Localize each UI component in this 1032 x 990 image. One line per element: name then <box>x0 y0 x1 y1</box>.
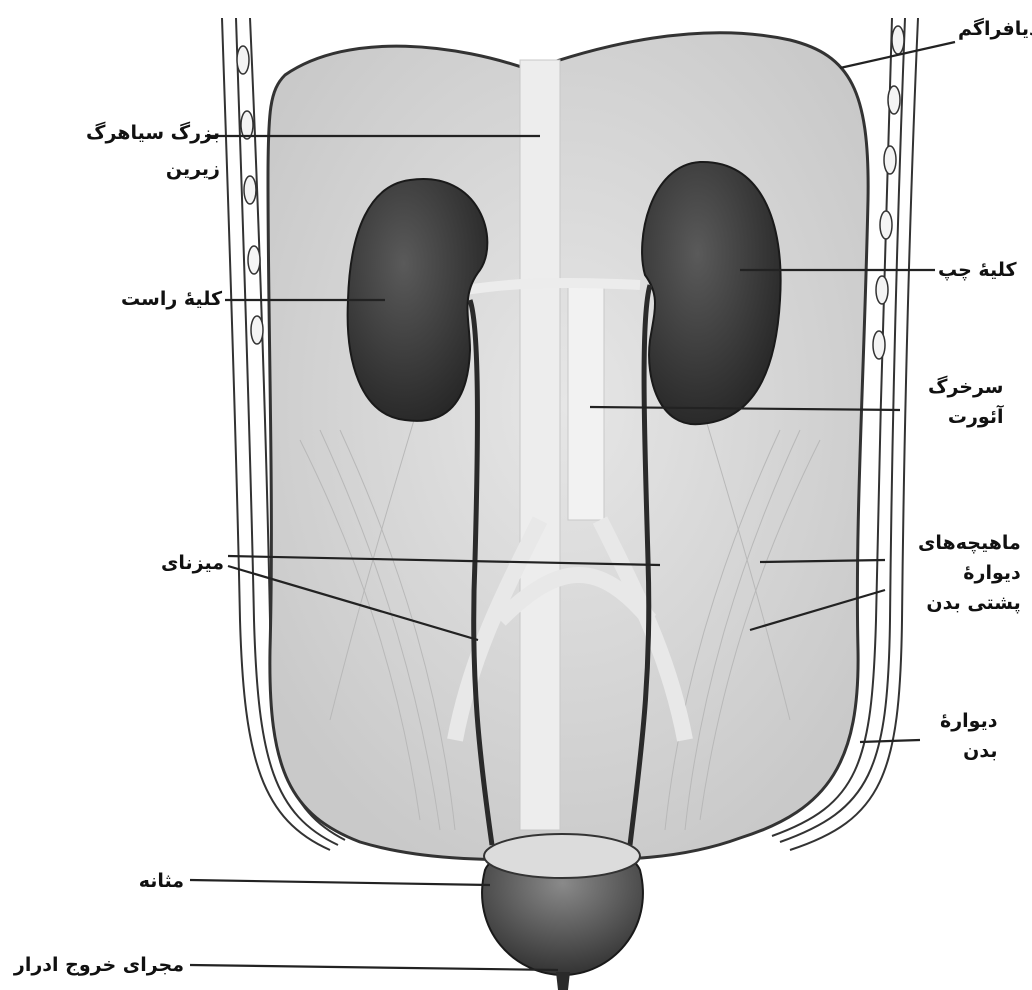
label-urethra: مجرای خروج ادرار <box>14 950 184 980</box>
left-kidney <box>642 162 781 424</box>
label-body-wall: دیوارهٔ بدن <box>940 706 997 766</box>
label-bladder: مثانه <box>139 866 184 896</box>
label-diaphragm: دیافراگم <box>958 14 1032 44</box>
label-back-muscles: ماهیچه‌های دیوارهٔ پشتی بدن <box>918 528 1021 618</box>
aorta-vessel <box>568 280 604 520</box>
label-left-kidney: کلیهٔ چپ <box>938 255 1017 285</box>
urethra <box>556 972 570 990</box>
label-ureter: میزنای <box>161 548 224 578</box>
bladder-top <box>484 834 640 878</box>
label-right-kidney: کلیهٔ راست <box>121 284 222 314</box>
inferior-vena-cava-vessel <box>520 60 560 830</box>
label-inferior-vena-cava: بزرگ سیاهرگ زیرین <box>86 118 220 184</box>
label-aorta: سرخرگ آئورت <box>928 372 1003 432</box>
